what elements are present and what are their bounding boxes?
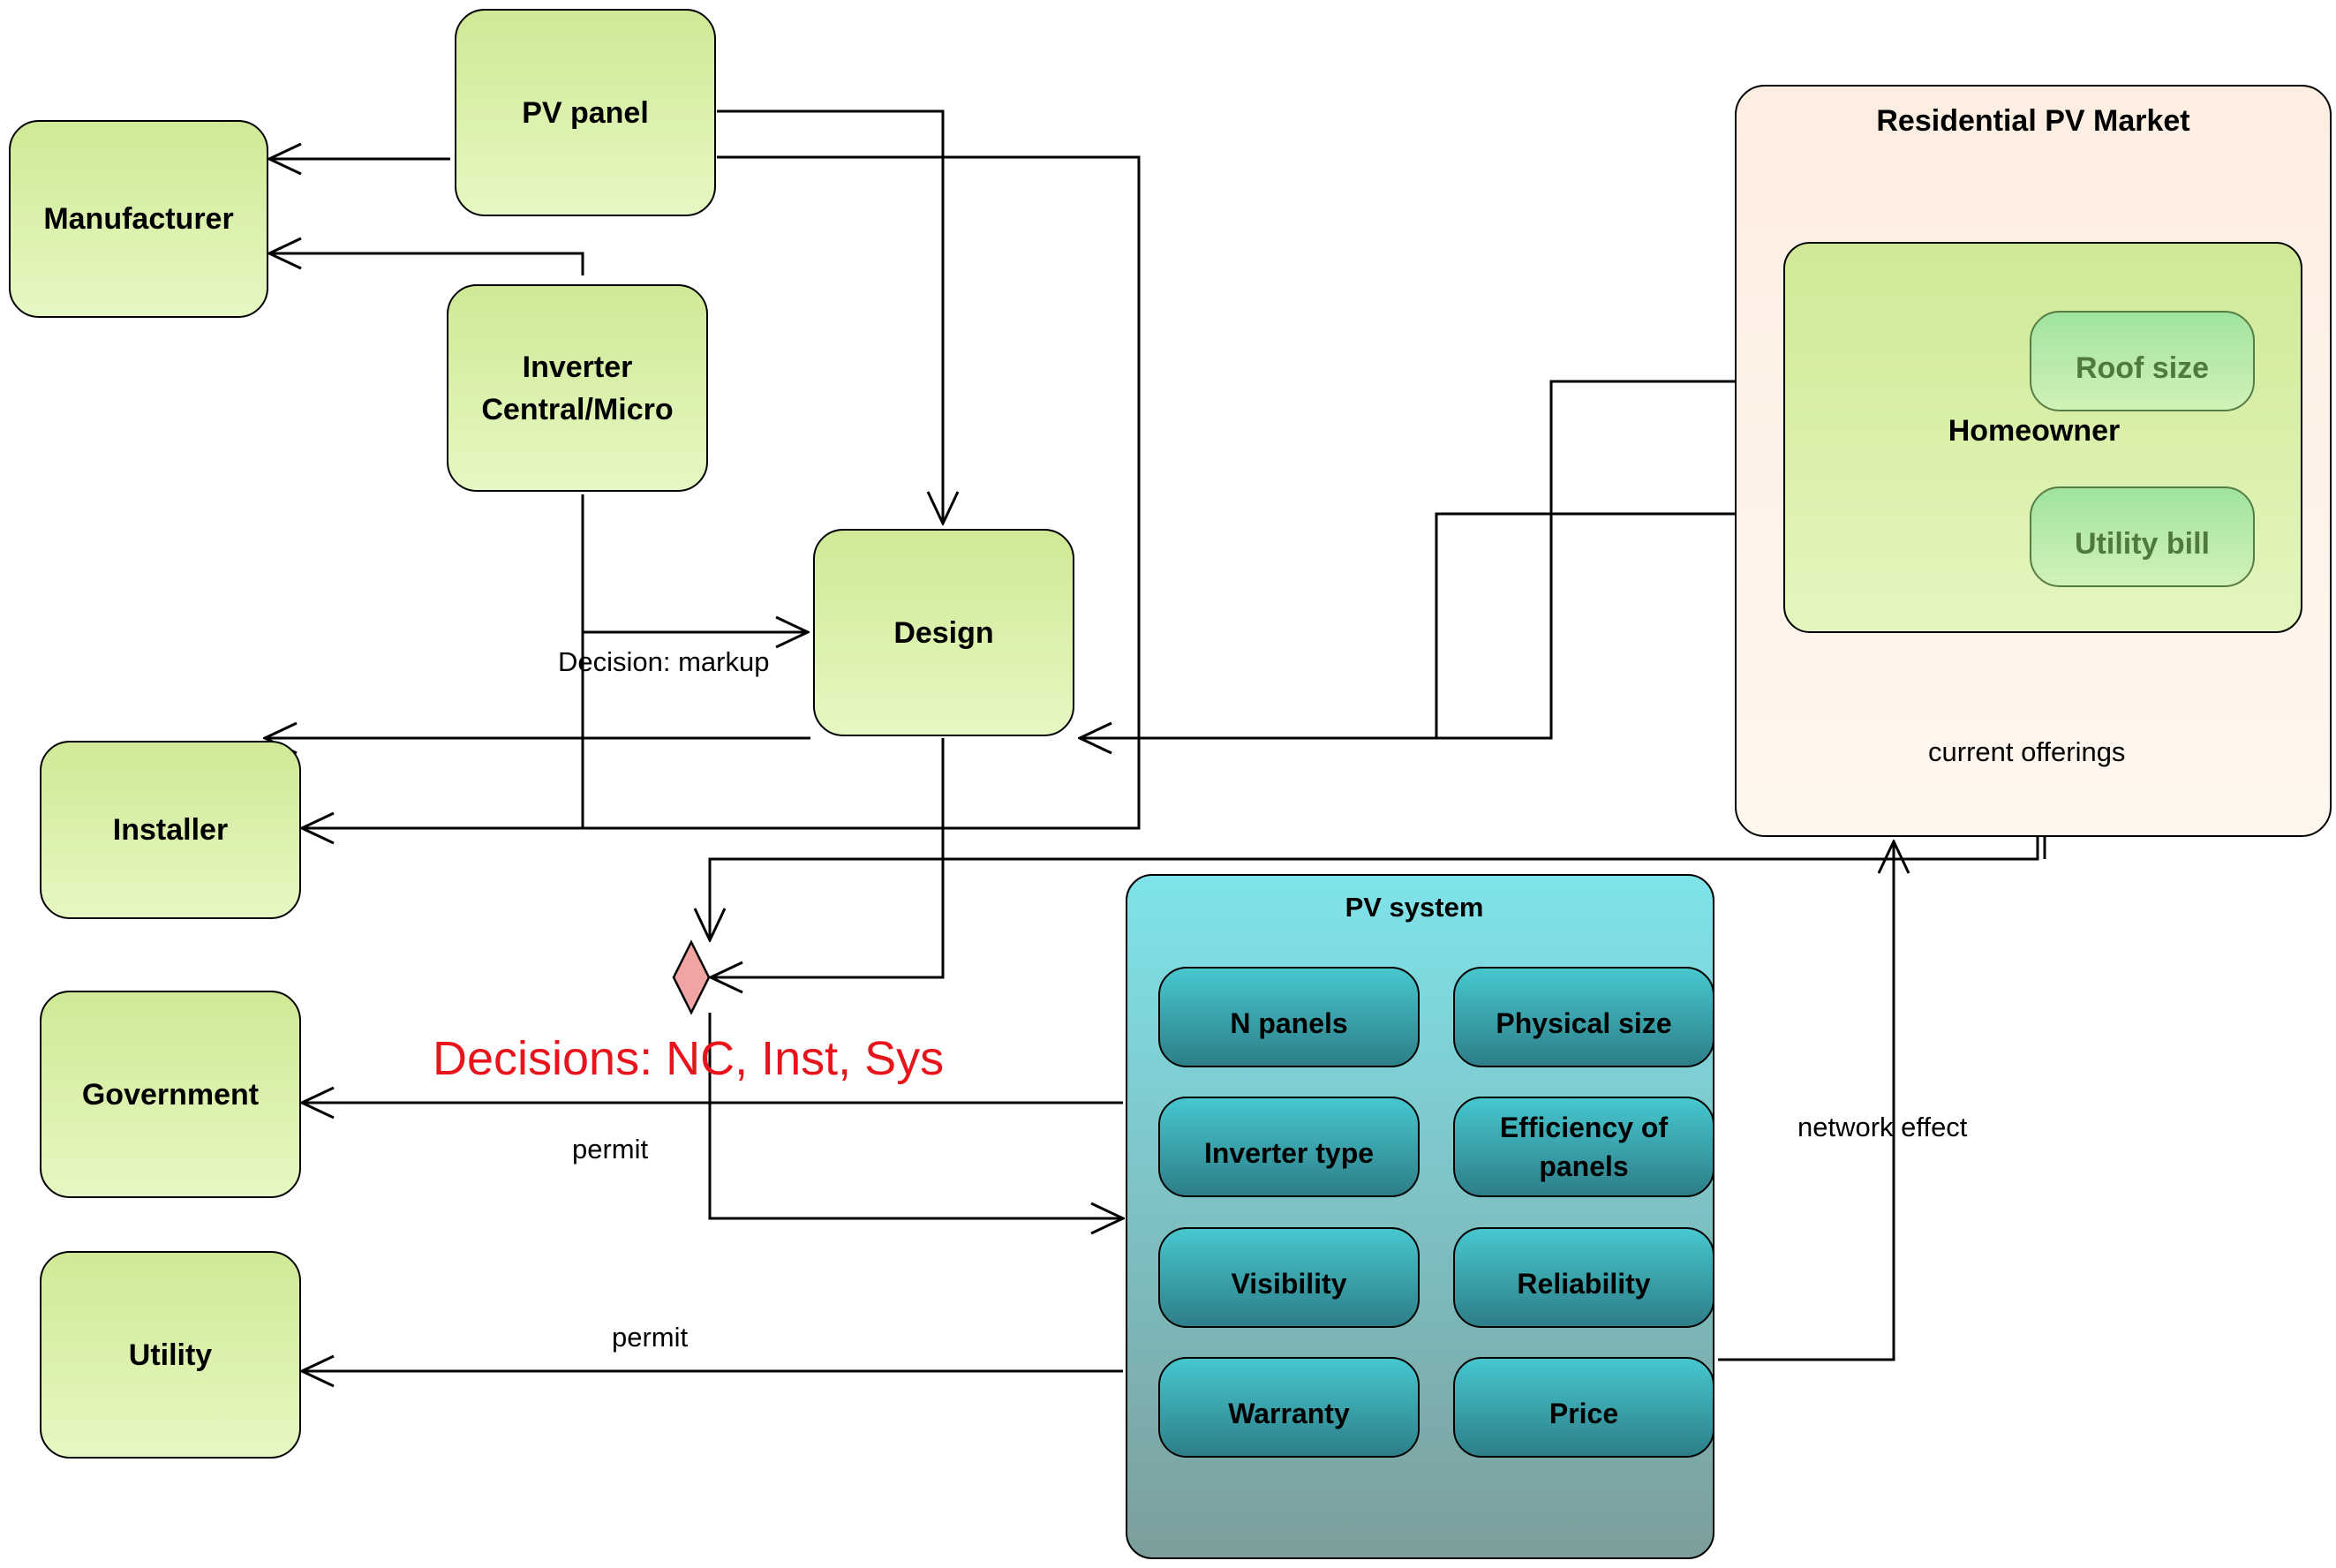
- edge-design-decision: [711, 738, 945, 977]
- edge-pv-panel-installer: [302, 155, 1141, 828]
- node-manufacturer[interactable]: Manufacturer: [9, 120, 268, 318]
- node-inverter-label-line2: Central/Micro: [481, 392, 674, 426]
- pv-system-title: PV system: [1345, 892, 1484, 923]
- edge-inverter-design: [581, 494, 808, 632]
- feature-price-label: Price: [1549, 1398, 1619, 1429]
- label-network-effect: network effect: [1797, 1112, 1968, 1142]
- edge-decision-pv-system: [708, 1013, 1123, 1218]
- node-installer[interactable]: Installer: [40, 741, 301, 919]
- feature-warranty[interactable]: Warranty: [1158, 1357, 1420, 1458]
- feature-n-panels-label: N panels: [1230, 1007, 1348, 1039]
- attr-utility-bill[interactable]: Utility bill: [2030, 486, 2255, 587]
- node-utility[interactable]: Utility: [40, 1251, 301, 1459]
- feature-inverter-type-label: Inverter type: [1203, 1137, 1375, 1169]
- homeowner-label: Homeowner: [1948, 414, 2121, 448]
- label-permit-government: permit: [572, 1134, 649, 1165]
- label-permit-utility: permit: [612, 1322, 689, 1353]
- feature-efficiency-label-line2: panels: [1539, 1150, 1629, 1182]
- node-utility-label: Utility: [128, 1338, 213, 1372]
- feature-n-panels[interactable]: N panels: [1158, 967, 1420, 1067]
- feature-physical-size[interactable]: Physical size: [1453, 967, 1714, 1067]
- feature-reliability[interactable]: Reliability: [1453, 1227, 1714, 1328]
- attr-utility-bill-label: Utility bill: [2075, 526, 2210, 561]
- decision-diamond: [672, 939, 711, 1015]
- feature-reliability-label: Reliability: [1517, 1268, 1651, 1300]
- attr-roof-size-label: Roof size: [2075, 351, 2210, 385]
- node-manufacturer-label: Manufacturer: [43, 202, 234, 236]
- node-design[interactable]: Design: [813, 529, 1074, 736]
- node-inverter-label-line1: Inverter: [522, 350, 633, 384]
- node-government[interactable]: Government: [40, 991, 301, 1198]
- feature-physical-size-label: Physical size: [1496, 1007, 1672, 1039]
- node-pv-panel[interactable]: PV panel: [455, 9, 716, 216]
- node-installer-label: Installer: [112, 813, 229, 847]
- feature-efficiency-label-line1: Efficiency of: [1499, 1112, 1669, 1143]
- edge-pv-panel-design: [717, 109, 943, 524]
- feature-efficiency-of-panels[interactable]: Efficiency of panels: [1453, 1097, 1714, 1197]
- feature-inverter-type[interactable]: Inverter type: [1158, 1097, 1420, 1197]
- label-decision-markup: Decision: markup: [558, 646, 770, 677]
- node-pv-panel-label: PV panel: [522, 95, 649, 130]
- label-current-offerings: current offerings: [1928, 736, 2126, 767]
- feature-visibility-label: Visibility: [1231, 1268, 1347, 1300]
- edge-inverter-manufacturer: [269, 253, 584, 275]
- attr-roof-size[interactable]: Roof size: [2030, 311, 2255, 411]
- node-design-label: Design: [893, 615, 994, 650]
- feature-visibility[interactable]: Visibility: [1158, 1227, 1420, 1328]
- edge-network-effect: [1718, 841, 1894, 1361]
- label-decisions: Decisions: NC, Inst, Sys: [433, 1032, 945, 1085]
- node-inverter[interactable]: Inverter Central/Micro: [447, 284, 708, 492]
- market-title: Residential PV Market: [1876, 104, 2190, 138]
- feature-price[interactable]: Price: [1453, 1357, 1714, 1458]
- feature-warranty-label: Warranty: [1228, 1398, 1350, 1429]
- node-government-label: Government: [81, 1077, 260, 1112]
